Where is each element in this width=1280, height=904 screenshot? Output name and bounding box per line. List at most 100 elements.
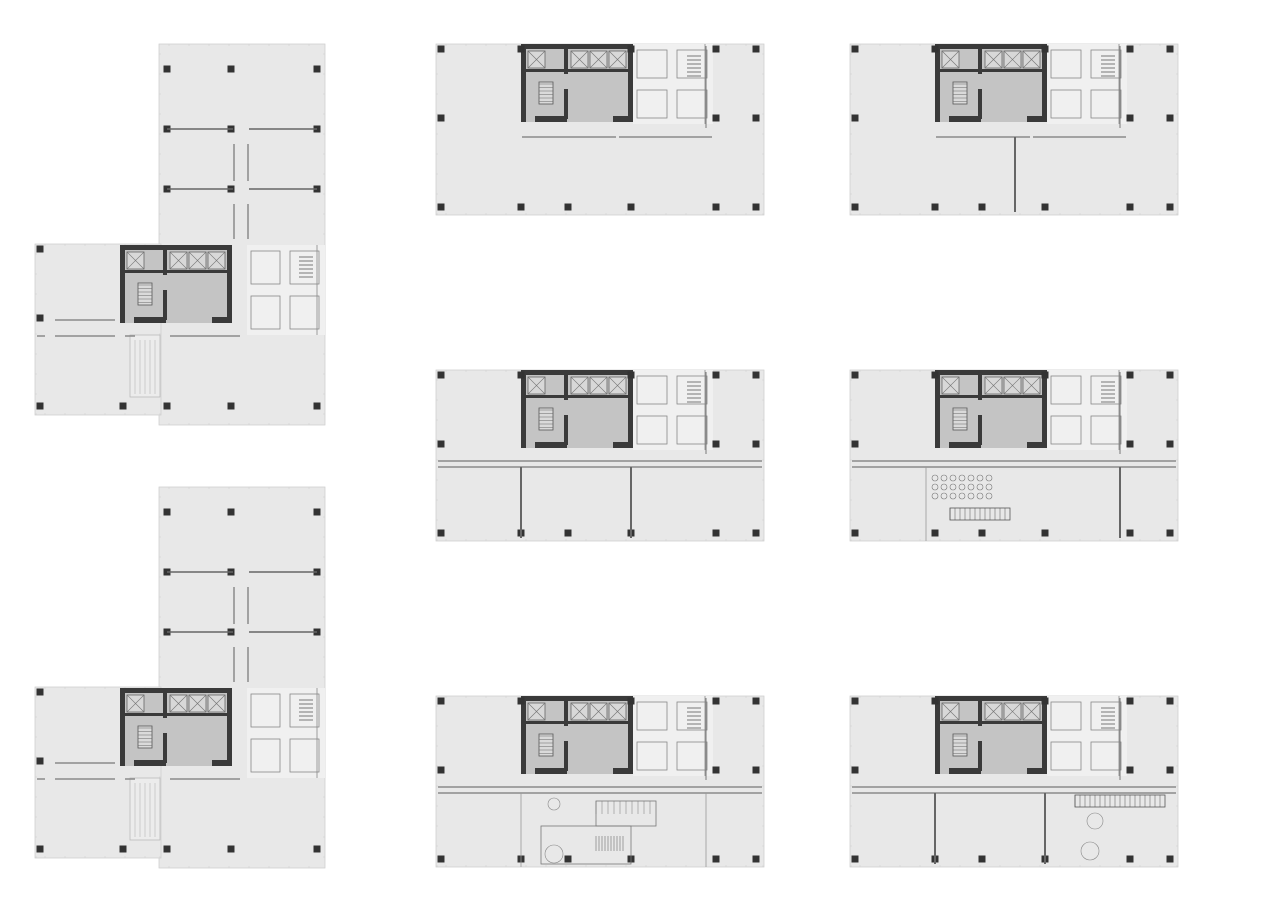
column xyxy=(712,766,720,774)
column xyxy=(712,855,720,863)
column xyxy=(712,440,720,448)
stair xyxy=(538,81,554,105)
column xyxy=(163,508,171,516)
column xyxy=(437,203,445,211)
floor-plan-l-shape xyxy=(34,486,326,869)
core-wall xyxy=(163,290,167,320)
toilet-room xyxy=(250,250,281,285)
toilet-room xyxy=(1050,49,1082,79)
core-wall xyxy=(535,768,567,774)
column xyxy=(627,371,635,379)
elevator-cross xyxy=(126,251,145,270)
table xyxy=(967,483,975,491)
column xyxy=(313,65,321,73)
core-wall xyxy=(978,375,982,400)
column xyxy=(437,855,445,863)
elevator-cross xyxy=(527,702,546,721)
column xyxy=(437,45,445,53)
column xyxy=(1166,440,1174,448)
core-wall xyxy=(535,116,567,122)
core-wall xyxy=(978,49,982,74)
elevator-cross xyxy=(984,376,1003,395)
toilet-room xyxy=(1050,415,1082,445)
column xyxy=(752,766,760,774)
core-wall xyxy=(120,688,232,693)
core-wall xyxy=(134,317,166,323)
core-wall xyxy=(978,415,982,445)
service-stair xyxy=(1101,707,1115,729)
stair-outline xyxy=(538,81,554,105)
column xyxy=(1166,697,1174,705)
column xyxy=(931,529,939,537)
column xyxy=(564,203,572,211)
column xyxy=(712,371,720,379)
elevator-cross xyxy=(589,702,608,721)
column xyxy=(1126,697,1134,705)
core-wall xyxy=(521,44,526,122)
round-table xyxy=(1086,812,1104,830)
column xyxy=(712,45,720,53)
core-wall xyxy=(163,250,167,275)
column xyxy=(1166,371,1174,379)
floor-slab-tower xyxy=(158,486,326,869)
core-wall xyxy=(935,370,940,448)
elevator-cross xyxy=(570,50,589,69)
column xyxy=(1041,371,1049,379)
elevator-cross xyxy=(1022,376,1041,395)
core-wall xyxy=(526,395,628,398)
core-wall xyxy=(564,375,568,400)
core-wall xyxy=(120,245,125,323)
core-wall xyxy=(1042,696,1047,774)
table xyxy=(976,483,984,491)
core-wall xyxy=(949,768,981,774)
elevator-cross xyxy=(207,694,226,713)
core-wall xyxy=(949,442,981,448)
core-wall xyxy=(628,696,633,774)
toilet-room xyxy=(636,741,668,771)
core-wall xyxy=(978,741,982,771)
toilet-room xyxy=(1090,415,1122,445)
table xyxy=(985,483,993,491)
column xyxy=(851,766,859,774)
core-wall xyxy=(564,89,568,119)
elevator-cross xyxy=(608,376,627,395)
column xyxy=(851,440,859,448)
column xyxy=(36,757,44,765)
core-wall xyxy=(978,89,982,119)
toilet-room xyxy=(250,693,281,728)
toilet-room xyxy=(289,693,320,728)
elevator-cross xyxy=(527,376,546,395)
elevator-cross xyxy=(984,702,1003,721)
column xyxy=(163,402,171,410)
column xyxy=(163,65,171,73)
service-area xyxy=(633,370,713,450)
column xyxy=(978,529,986,537)
core-wall xyxy=(227,688,232,766)
column xyxy=(1126,203,1134,211)
core-wall xyxy=(935,44,1047,49)
column xyxy=(437,440,445,448)
column xyxy=(36,245,44,253)
column xyxy=(1166,203,1174,211)
core-wall xyxy=(564,49,568,74)
core-wall xyxy=(163,733,167,763)
floor-slab-tower xyxy=(158,43,326,426)
toilet-room xyxy=(1090,375,1122,405)
column xyxy=(313,402,321,410)
column xyxy=(1166,114,1174,122)
column xyxy=(1166,766,1174,774)
column xyxy=(712,114,720,122)
table xyxy=(958,474,966,482)
column xyxy=(227,508,235,516)
column xyxy=(851,203,859,211)
elevator-cross xyxy=(589,376,608,395)
service-stair xyxy=(687,55,701,77)
column xyxy=(931,371,939,379)
column xyxy=(227,65,235,73)
stair-outline xyxy=(952,733,968,757)
column xyxy=(851,114,859,122)
floor-plan-split xyxy=(849,43,1179,216)
column xyxy=(437,114,445,122)
floor-plan-cellular xyxy=(435,369,765,542)
